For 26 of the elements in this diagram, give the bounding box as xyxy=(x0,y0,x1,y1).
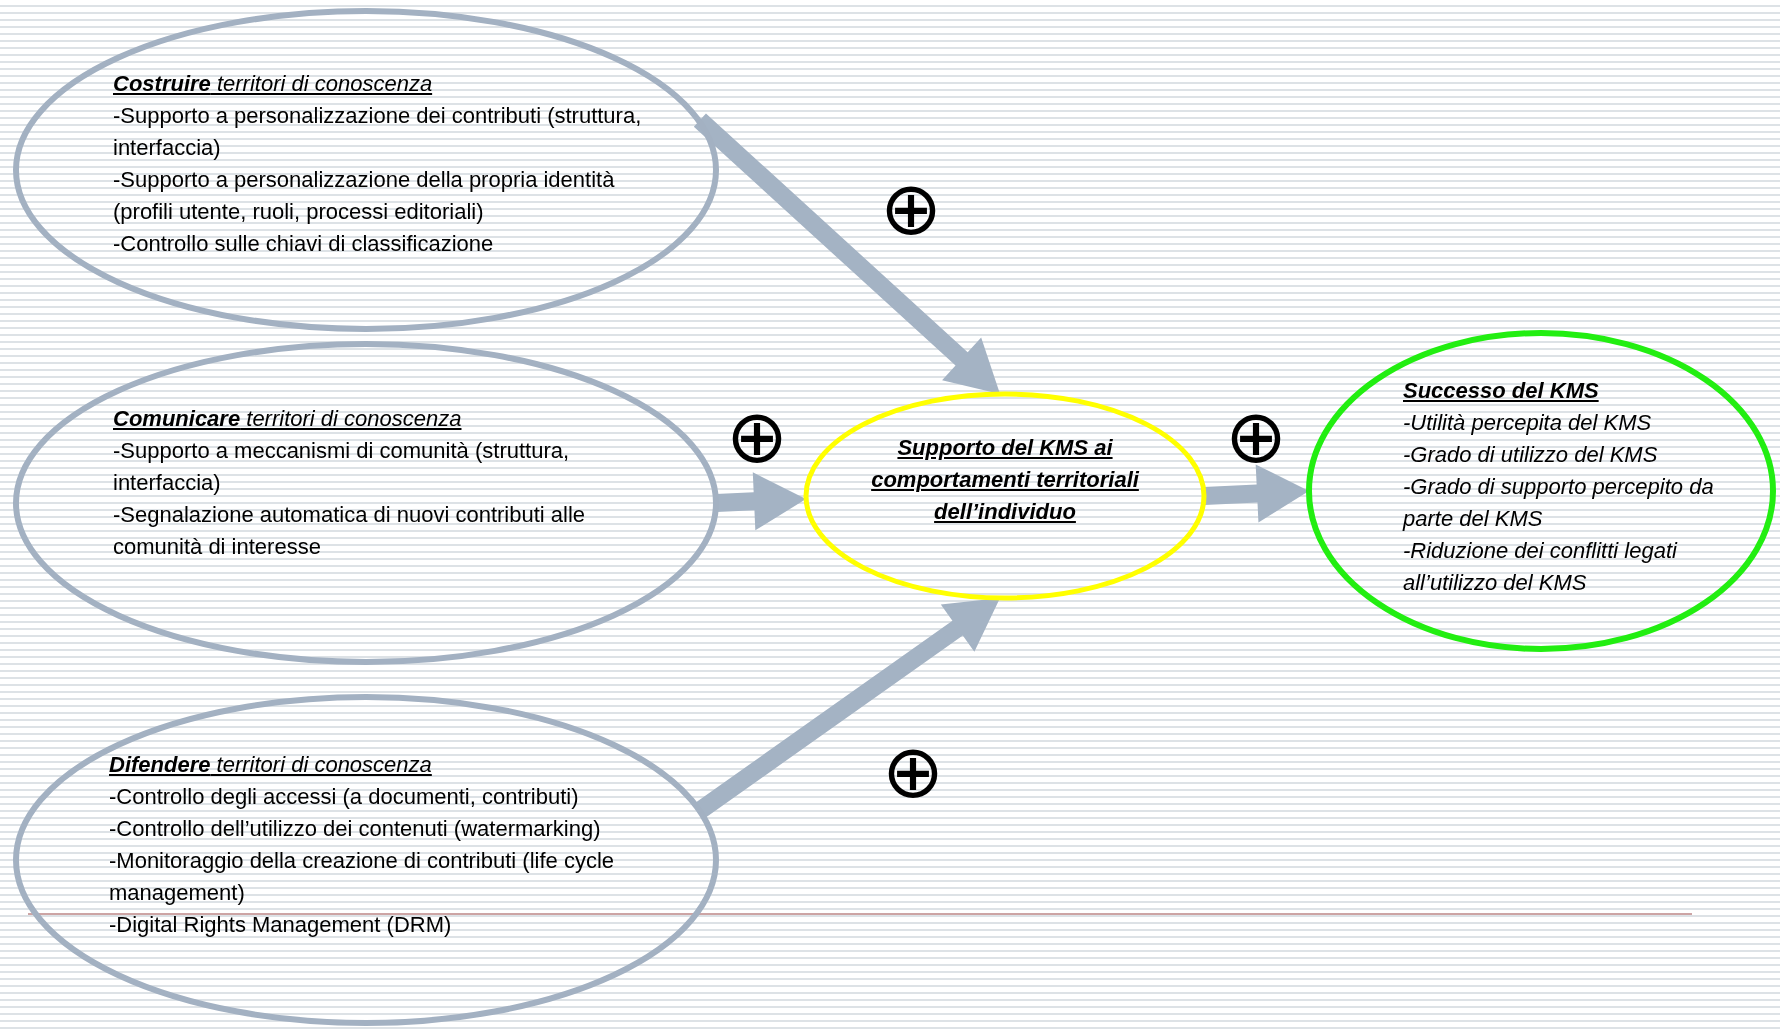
plus-sign: ⊕ xyxy=(1225,399,1287,473)
bullet-item: -Controllo degli accessi (a documenti, contributi) xyxy=(109,783,579,811)
bullet-item: -Grado di utilizzo del KMS xyxy=(1403,441,1658,469)
node-title: Supporto del KMS ai comportamenti territoriali dell’individuo xyxy=(870,434,1140,526)
plus-sign: ⊕ xyxy=(726,399,788,473)
bullet-item: -Segnalazione automatica di nuovi contributi alle comunità di interesse xyxy=(113,501,587,561)
block-arrow xyxy=(715,472,806,531)
node-heading: Comunicare territori di conoscenza xyxy=(113,405,462,433)
bullet-item: -Digital Rights Management (DRM) xyxy=(109,911,452,939)
bullet-item: -Grado di supporto percepito da parte del KMS xyxy=(1403,473,1715,533)
bullet-item: -Controllo dell’utilizzo dei contenuti (watermarking) xyxy=(109,815,601,843)
bullet-item: -Supporto a meccanismi di comunità (struttura, interfaccia) xyxy=(113,437,571,497)
plus-sign: ⊕ xyxy=(880,171,942,245)
bullet-item: -Utilità percepita del KMS xyxy=(1403,409,1652,437)
block-arrow xyxy=(693,113,1001,394)
block-arrow xyxy=(1203,464,1309,523)
bullet-item: -Riduzione dei conflitti legati all’utilizzo del KMS xyxy=(1403,537,1679,597)
node-heading: Successo del KMS xyxy=(1403,377,1599,405)
plus-sign: ⊕ xyxy=(882,734,944,808)
bullet-item: -Controllo sulle chiavi di classificazione xyxy=(113,230,494,258)
bullet-item: -Supporto a personalizzazione dei contributi (struttura, interfaccia) xyxy=(113,102,643,162)
bullet-item: -Monitoraggio della creazione di contributi (life cycle management) xyxy=(109,847,616,907)
bullet-item: -Supporto a personalizzazione della propria identità (profili utente, ruoli, processi editoriali) xyxy=(113,166,616,226)
block-arrow xyxy=(694,598,1001,818)
node-heading: Costruire territori di conoscenza xyxy=(113,70,433,98)
node-heading: Difendere territori di conoscenza xyxy=(109,751,432,779)
